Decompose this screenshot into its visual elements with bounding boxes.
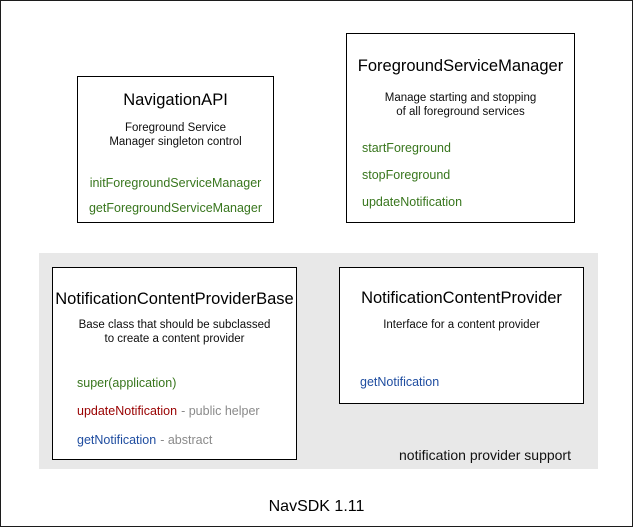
method-update-notification: updateNotification bbox=[362, 195, 463, 209]
class-description: Foreground Service Manager singleton con… bbox=[78, 121, 273, 149]
class-description: Base class that should be subclassed to … bbox=[53, 318, 296, 346]
method-update-notification: updateNotification- public helper bbox=[53, 403, 296, 419]
method-name: updateNotification bbox=[77, 404, 178, 418]
method-name: super(application) bbox=[77, 376, 177, 390]
class-title-notification-content-provider: NotificationContentProvider bbox=[361, 289, 562, 307]
class-title-notification-content-provider-base: NotificationContentProviderBase bbox=[55, 290, 294, 308]
method-annotation: - abstract bbox=[160, 433, 213, 447]
class-box-navigation-api: NavigationAPI Foreground Service Manager… bbox=[77, 76, 274, 223]
diagram-caption-navsdk-version: NavSDK 1.11 bbox=[268, 498, 365, 515]
method-annotation: - public helper bbox=[181, 404, 260, 418]
description-line: of all foreground services bbox=[396, 106, 525, 118]
class-title-foreground-service-manager: ForegroundServiceManager bbox=[357, 57, 564, 75]
method-init-foreground-service-manager: initForegroundServiceManager bbox=[89, 176, 262, 190]
description-line: Manager singleton control bbox=[109, 136, 242, 148]
group-label-notification-provider-support: notification provider support bbox=[399, 447, 571, 463]
class-title-navigation-api: NavigationAPI bbox=[123, 91, 228, 109]
class-box-notification-content-provider: NotificationContentProvider Interface fo… bbox=[339, 267, 584, 404]
description-line: Foreground Service bbox=[125, 122, 226, 134]
method-get-notification: getNotification bbox=[360, 375, 440, 389]
method-stop-foreground: stopForeground bbox=[362, 168, 451, 182]
class-description: Manage starting and stopping of all fore… bbox=[347, 91, 574, 119]
class-box-foreground-service-manager: ForegroundServiceManager Manage starting… bbox=[346, 33, 575, 223]
method-super-application: super(application) bbox=[53, 375, 296, 391]
description-line: Manage starting and stopping bbox=[384, 92, 537, 104]
class-box-notification-content-provider-base: NotificationContentProviderBase Base cla… bbox=[52, 267, 297, 460]
method-get-foreground-service-manager: getForegroundServiceManager bbox=[88, 201, 263, 215]
description-line: Interface for a content provider bbox=[383, 319, 540, 331]
class-description: Interface for a content provider bbox=[340, 318, 583, 332]
description-line: to create a content provider bbox=[104, 333, 245, 345]
method-name: getNotification bbox=[77, 433, 157, 447]
method-start-foreground: startForeground bbox=[362, 141, 451, 155]
description-line: Base class that should be subclassed bbox=[78, 319, 271, 331]
method-get-notification: getNotification- abstract bbox=[53, 432, 296, 448]
